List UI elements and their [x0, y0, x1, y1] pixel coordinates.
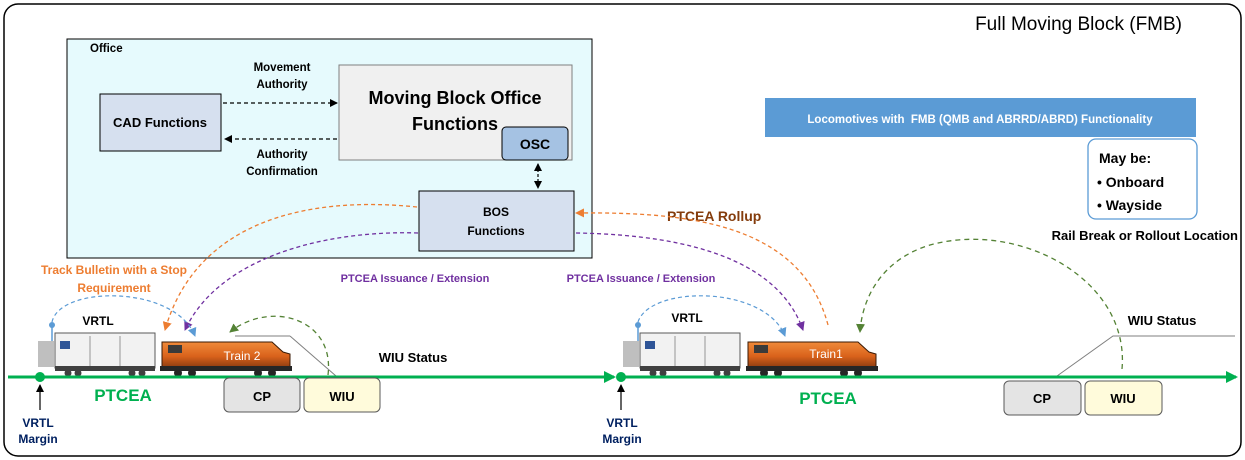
locomotive-train-1-cab: [754, 345, 768, 353]
vrtl-car-1-base: [55, 366, 155, 371]
mbo-label-line1: Moving Block Office: [368, 88, 541, 108]
ptcea-issuance-label-2: PTCEA Issuance / Extension: [567, 273, 716, 285]
locomotive-train-2-cab: [168, 345, 182, 353]
wiu-status-indicator-2: [1056, 335, 1235, 377]
bos-label-line2: Functions: [467, 224, 525, 238]
vrtl-car-2-window: [645, 341, 655, 349]
ptcea-rollup-arrow: [575, 208, 829, 326]
authority-confirmation-line2: Confirmation: [246, 166, 318, 178]
vrtl-arc-2: [637, 295, 787, 337]
ptcea-rollup-label: PTCEA Rollup: [667, 208, 761, 224]
vrtl-car-2-base: [640, 366, 740, 371]
train-2-label: Train 2: [224, 349, 261, 363]
cp-box-2: [1003, 380, 1082, 416]
ptcea-label-1: PTCEA: [94, 386, 152, 405]
vrtl-margin-1-line1: VRTL: [22, 416, 53, 430]
locomotive-train-1-wheel-d: [854, 369, 862, 377]
vrtl-margin-marker-1: [35, 372, 45, 382]
locomotive-train-1-base: [746, 366, 878, 371]
diagram-title: Full Moving Block (FMB): [975, 14, 1182, 35]
end-cap-1: [38, 341, 54, 367]
vrtl-label-2: VRTL: [671, 311, 702, 325]
cp-box-1: [223, 377, 301, 413]
vrtl-car-2: [639, 332, 741, 369]
authority-confirmation-line1: Authority: [256, 149, 308, 161]
vrtl-margin-1-line2: Margin: [18, 432, 57, 446]
vrtl-car-2-wheel-d: [723, 369, 731, 377]
vrtl-car-2-wheel-b: [659, 369, 667, 377]
bos-functions-box: [418, 190, 575, 252]
locomotive-train-1-wheel-c: [840, 369, 848, 377]
locomotive-train-2-wheel-b: [188, 369, 196, 377]
vrtl-pole-1-top: [49, 322, 55, 328]
cp-label-1: CP: [253, 389, 271, 404]
ptcea-label-2: PTCEA: [799, 389, 857, 408]
ptcea-issuance-arrow-1: [184, 232, 419, 331]
locomotive-train-2-wheel-d: [268, 369, 276, 377]
locomotive-train-2-wheel-c: [254, 369, 262, 377]
wiu-status-arrow-1: [229, 315, 330, 376]
rail-break-label: Rail Break or Rollout Location: [1052, 228, 1238, 243]
vrtl-car-2-wheel-c: [713, 369, 721, 377]
wiu-label-1: WIU: [329, 389, 354, 404]
cp-label-2: CP: [1033, 391, 1051, 406]
locomotives-banner-text: Locomotives with FMB (QMB and ABRRD/ABRD…: [807, 114, 1153, 126]
may-be-box: [1087, 138, 1198, 220]
wiu-box-1: [303, 377, 381, 413]
movement-authority-line1: Movement: [254, 62, 311, 74]
end-cap-2: [623, 341, 639, 367]
ptcea-issuance-arrow-2: [575, 232, 805, 331]
office-label: Office: [90, 43, 123, 55]
vrtl-arc-1: [51, 295, 197, 337]
rail-break-arrow: [856, 238, 1123, 370]
osc-box: [501, 126, 569, 161]
may-be-item-onboard: • Onboard: [1097, 174, 1164, 190]
train-1-label: Train1: [809, 347, 843, 361]
bos-label-line1: BOS: [483, 205, 509, 219]
track-bulletin-line1: Track Bulletin with a Stop: [41, 263, 187, 277]
mbo-label-line2: Functions: [412, 114, 498, 134]
cad-functions-box: [99, 93, 222, 152]
wiu-status-label-2: WIU Status: [1128, 313, 1197, 328]
track-bulletin-line2: Requirement: [77, 281, 150, 295]
locomotive-train-1-wheel-b: [774, 369, 782, 377]
locomotive-train-2-base: [160, 366, 292, 371]
vrtl-car-1-wheel-b: [74, 369, 82, 377]
locomotives-banner: [765, 98, 1196, 137]
vrtl-pole-2-top: [635, 322, 641, 328]
track-bulletin-arrow: [162, 203, 418, 331]
ptcea-issuance-label-1: PTCEA Issuance / Extension: [341, 273, 490, 285]
vrtl-car-1: [54, 332, 156, 369]
locomotive-train-2-wheel-a: [174, 369, 182, 377]
may-be-heading: May be:: [1099, 150, 1151, 166]
vrtl-margin-marker-2: [616, 372, 626, 382]
rail-break-indicator-1: [289, 335, 337, 377]
vrtl-car-1-wheel-d: [138, 369, 146, 377]
vrtl-margin-2-line1: VRTL: [606, 416, 637, 430]
movement-authority-line2: Authority: [256, 79, 308, 91]
wiu-label-2: WIU: [1110, 391, 1135, 406]
may-be-item-wayside: • Wayside: [1097, 197, 1162, 213]
vrtl-label-1: VRTL: [82, 314, 113, 328]
wiu-status-label-1: WIU Status: [379, 350, 448, 365]
vrtl-car-1-wheel-a: [64, 369, 72, 377]
vrtl-car-1-wheel-c: [128, 369, 136, 377]
wiu-box-2: [1084, 380, 1163, 416]
osc-label: OSC: [520, 136, 550, 152]
vrtl-margin-2-line2: Margin: [602, 432, 641, 446]
locomotive-train-1-wheel-a: [760, 369, 768, 377]
vrtl-car-1-window: [60, 341, 70, 349]
cad-functions-label: CAD Functions: [113, 115, 207, 130]
vrtl-car-2-wheel-a: [649, 369, 657, 377]
